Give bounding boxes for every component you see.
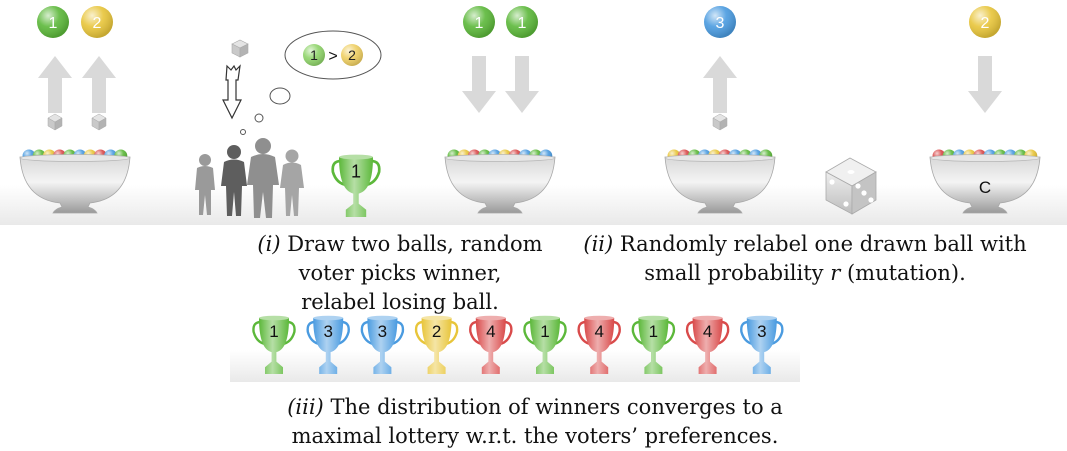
thought-bubble: 1 > 2 xyxy=(240,30,382,135)
trophy-6: 1 xyxy=(523,315,567,374)
voter-3 xyxy=(247,138,279,218)
ball-6: 2 xyxy=(969,6,1001,38)
thought-dot-medium xyxy=(254,113,264,123)
caption-step-2-variable: r xyxy=(830,261,841,285)
trophy-label: 3 xyxy=(757,322,766,341)
trophy-2: 3 xyxy=(306,315,350,374)
trophy-label: 4 xyxy=(594,322,603,341)
trophy-4: 2 xyxy=(414,315,459,374)
trophy-label: 4 xyxy=(703,322,712,341)
trophy-label: 3 xyxy=(323,322,332,341)
trophy-label: 1 xyxy=(269,322,278,341)
caption-step-2-prefix: (ii) xyxy=(583,232,614,256)
bowl-c-label: C xyxy=(979,178,991,197)
thought-ellipse xyxy=(284,30,382,80)
trophy-label: 3 xyxy=(378,322,387,341)
trophy-7: 4 xyxy=(577,315,621,374)
trophy-label: 2 xyxy=(432,322,441,341)
caption-step-2-line-2a: small probability xyxy=(644,261,824,285)
caption-step-3-prefix: (iii) xyxy=(287,395,324,419)
caption-step-1-prefix: (i) xyxy=(257,232,281,256)
trophy-3: 3 xyxy=(360,315,405,374)
arrow-down-icon xyxy=(505,56,539,113)
ball-label: 2 xyxy=(981,15,990,32)
ball-3: 1 xyxy=(463,6,495,38)
winner-trophy: 1 xyxy=(331,154,381,217)
winner-trophy-row: 1 3 3 2 4 1 4 1 4 3 xyxy=(252,315,784,374)
arrow-down-icon xyxy=(462,56,496,113)
voter-1 xyxy=(195,154,215,215)
arrow-up-icon xyxy=(38,56,72,113)
small-dice xyxy=(47,113,728,131)
caption-step-1-line-1: Draw two balls, random voter picks winne… xyxy=(287,232,543,285)
dice-icon xyxy=(91,113,107,131)
trophy-10: 3 xyxy=(740,315,784,374)
thought-operator: > xyxy=(328,48,337,65)
dart-dice-icon xyxy=(231,39,249,58)
caption-step-2-line-2b: (mutation). xyxy=(846,261,966,285)
drawn-balls: 1 2 1 1 3 2 xyxy=(37,6,1001,38)
ball-label: 1 xyxy=(49,15,58,32)
thought-dot-small xyxy=(240,129,246,135)
caption-step-1: (i) Draw two balls, random voter picks w… xyxy=(230,230,570,317)
ball-1: 1 xyxy=(37,6,69,38)
caption-step-3-line-2: maximal lottery w.r.t. the voters’ prefe… xyxy=(291,424,779,448)
large-dice-icon xyxy=(825,157,877,215)
thought-right-label: 2 xyxy=(348,47,356,63)
trophy-5: 4 xyxy=(469,315,513,374)
dart-icon xyxy=(222,39,249,120)
dice-icon xyxy=(47,113,63,131)
trophy-label: 1 xyxy=(649,322,658,341)
trophy-1: 1 xyxy=(252,315,296,374)
ball-4: 1 xyxy=(506,6,538,38)
ball-label: 1 xyxy=(518,15,527,32)
ball-2: 2 xyxy=(81,6,113,38)
voter-2 xyxy=(221,145,247,216)
trophy-9: 4 xyxy=(685,315,730,374)
caption-step-3: (iii) The distribution of winners conver… xyxy=(205,393,865,451)
arrow-up-icon xyxy=(82,56,116,113)
caption-step-1-line-2: relabel losing ball. xyxy=(301,290,499,314)
caption-step-2: (ii) Randomly relabel one drawn ball wit… xyxy=(575,230,1035,288)
trophy-label: 1 xyxy=(351,161,361,181)
caption-step-3-line-1: The distribution of winners converges to… xyxy=(330,395,783,419)
thought-ball-right-gloss xyxy=(341,44,363,66)
arrow-up-icon xyxy=(703,56,737,113)
trophy-8: 1 xyxy=(631,315,676,374)
bowl-icon xyxy=(664,149,776,214)
dice-icon xyxy=(712,113,728,131)
ball-label: 1 xyxy=(475,15,484,32)
voters-icon xyxy=(195,138,304,218)
thought-ball-left-gloss xyxy=(303,44,325,66)
bowls xyxy=(19,149,1041,214)
arrow-down-icon xyxy=(968,56,1002,113)
bowl-icon xyxy=(444,149,556,214)
arrows xyxy=(38,56,1002,113)
ball-5: 3 xyxy=(704,6,736,38)
thought-left-label: 1 xyxy=(310,47,318,63)
voter-4 xyxy=(280,149,304,216)
bowl-icon xyxy=(929,149,1041,214)
ball-label: 3 xyxy=(716,15,725,32)
trophy-icon: 1 xyxy=(331,154,381,217)
bowl-icon xyxy=(19,149,131,214)
thought-dot-large xyxy=(269,87,291,105)
trophy-label: 4 xyxy=(486,322,495,341)
caption-step-2-line-1: Randomly relabel one drawn ball with xyxy=(619,232,1027,256)
trophy-label: 1 xyxy=(540,322,549,341)
ball-label: 2 xyxy=(93,15,102,32)
